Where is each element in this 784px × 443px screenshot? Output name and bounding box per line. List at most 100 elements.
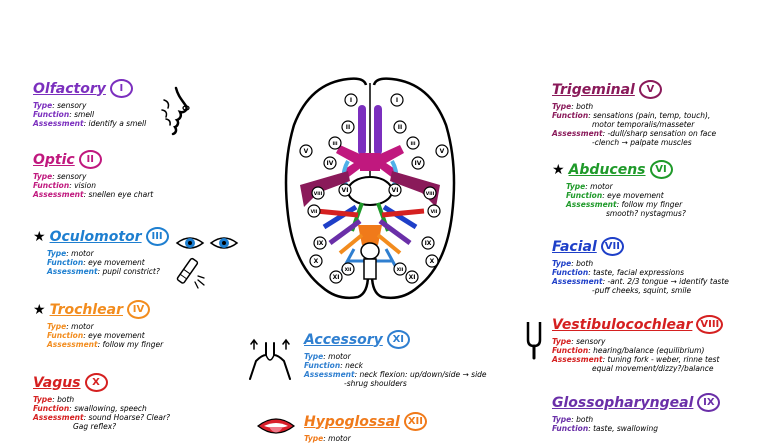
facial-numeral: VII <box>600 237 624 256</box>
brain-numeral-circle <box>393 120 407 134</box>
vestibulocochlear-numeral: VIII <box>696 315 724 334</box>
hypoglossal-numeral: XII <box>403 412 427 431</box>
eyes-icon <box>175 237 239 249</box>
abducens-detail-line: Type: motor <box>566 182 613 191</box>
tongue-mouth-icon <box>257 418 295 434</box>
brain-numeral-circle <box>341 262 355 276</box>
trochlear-detail-line: Type: motor <box>47 322 94 331</box>
vagus-title: Vagus <box>33 374 81 391</box>
brain-numeral-circle <box>307 204 321 218</box>
brain-numeral-circle <box>311 186 325 200</box>
brain-numeral-label: IV <box>415 160 422 167</box>
brain-numeral-circle <box>299 144 313 158</box>
brain-numeral-label: II <box>398 124 402 131</box>
brain-numeral-circle <box>425 254 439 268</box>
brain-numeral-label: III <box>332 141 337 147</box>
trochlear-title: Trochlear <box>49 301 124 318</box>
optic-title: Optic <box>33 151 75 168</box>
vagus-numeral: X <box>84 373 108 392</box>
optic-detail-line: Type: sensory <box>33 172 87 181</box>
trigeminal-detail-line: Assessment: -dull/sharp sensation on fac… <box>552 129 717 138</box>
brain-numeral-circle <box>388 183 402 197</box>
trochlear-numeral: IV <box>127 300 151 319</box>
optic-nerve-left <box>336 145 362 179</box>
penlight-icon <box>176 257 205 289</box>
brain-numeral-circle <box>323 156 337 170</box>
brain-numeral-circle <box>313 236 327 250</box>
facial-detail-line: -puff cheeks, squint, smile <box>592 286 692 295</box>
trochlear-detail-line: Assessment: follow my finger <box>47 340 164 349</box>
brain-numeral-label: VI <box>392 187 399 194</box>
brain-numeral-circle <box>406 136 420 150</box>
facial-detail-line: Function: taste, facial expressions <box>552 268 685 277</box>
brain-numeral-label: X <box>430 258 435 265</box>
optic-chiasm <box>360 153 380 171</box>
brain-numeral-circle <box>421 236 435 250</box>
brain-numeral-label: V <box>440 148 445 155</box>
accessory-detail-line: Assessment: neck flexion: up/down/side →… <box>304 370 487 379</box>
brain-numeral-label: IV <box>327 160 334 167</box>
abducens-detail-line: Assessment: follow my finger <box>566 200 683 209</box>
accessory-detail-line: Function: neck <box>304 361 363 370</box>
olfactory-tract-right <box>374 105 382 155</box>
brain-numeral-label: XI <box>409 274 416 281</box>
star-icon: ★ <box>552 161 565 178</box>
trigeminal-detail-line: Function: sensations (pain, temp, touch)… <box>552 111 711 120</box>
vagus-detail-line: Gag reflex? <box>73 422 117 431</box>
brain-numeral-label: X <box>314 258 319 265</box>
trochlear-detail-line: Function: eye movement <box>47 331 145 340</box>
brain-numeral-circle <box>338 183 352 197</box>
accessory-detail-line: Type: motor <box>304 352 351 361</box>
brain-numeral-circle <box>411 156 425 170</box>
oculomotor-title: Oculomotor <box>49 228 142 245</box>
abducens-numeral: VI <box>649 160 673 179</box>
olfactory-tract-left <box>358 105 366 155</box>
brain-numeral-label: I <box>350 97 352 104</box>
accessory-detail-line: -shrug shoulders <box>344 379 407 388</box>
vestibulocochlear-detail-line: equal movement/dizzy?/balance <box>592 364 714 373</box>
hypoglossal-detail-line: Type: motor <box>304 434 351 443</box>
trigeminal-detail-line: motor temporalis/masseter <box>592 120 695 129</box>
brain-numeral-label: XII <box>345 267 352 273</box>
olfactory-detail-line: Type: sensory <box>33 101 87 110</box>
brain-numeral-label: II <box>346 124 350 131</box>
facial-title: Facial <box>552 238 597 255</box>
brain-numeral-circle <box>393 262 407 276</box>
brain-numeral-label: VIII <box>426 191 435 197</box>
star-icon: ★ <box>33 301 46 318</box>
brain-numeral-label: XI <box>333 274 340 281</box>
olfactory-detail-line: Assessment: identify a smell <box>33 119 147 128</box>
brain-numeral-circle <box>341 120 355 134</box>
oculomotor-detail-line: Function: eye movement <box>47 258 145 267</box>
brain-numeral-circle <box>435 144 449 158</box>
brain-numeral-circle <box>405 270 419 284</box>
brain-numeral-label: VII <box>431 209 438 215</box>
abducens-title: Abducens <box>568 161 646 178</box>
brain-numeral-circle <box>328 136 342 150</box>
vagus-detail-line: Function: swallowing, speech <box>33 404 147 413</box>
vestibulocochlear-detail-line: Function: hearing/balance (equilibrium) <box>552 346 705 355</box>
abducens-detail-line: smooth? nystagmus? <box>606 209 686 218</box>
vagus-detail-line: Assessment: sound Hoarse? Clear? <box>33 413 171 422</box>
